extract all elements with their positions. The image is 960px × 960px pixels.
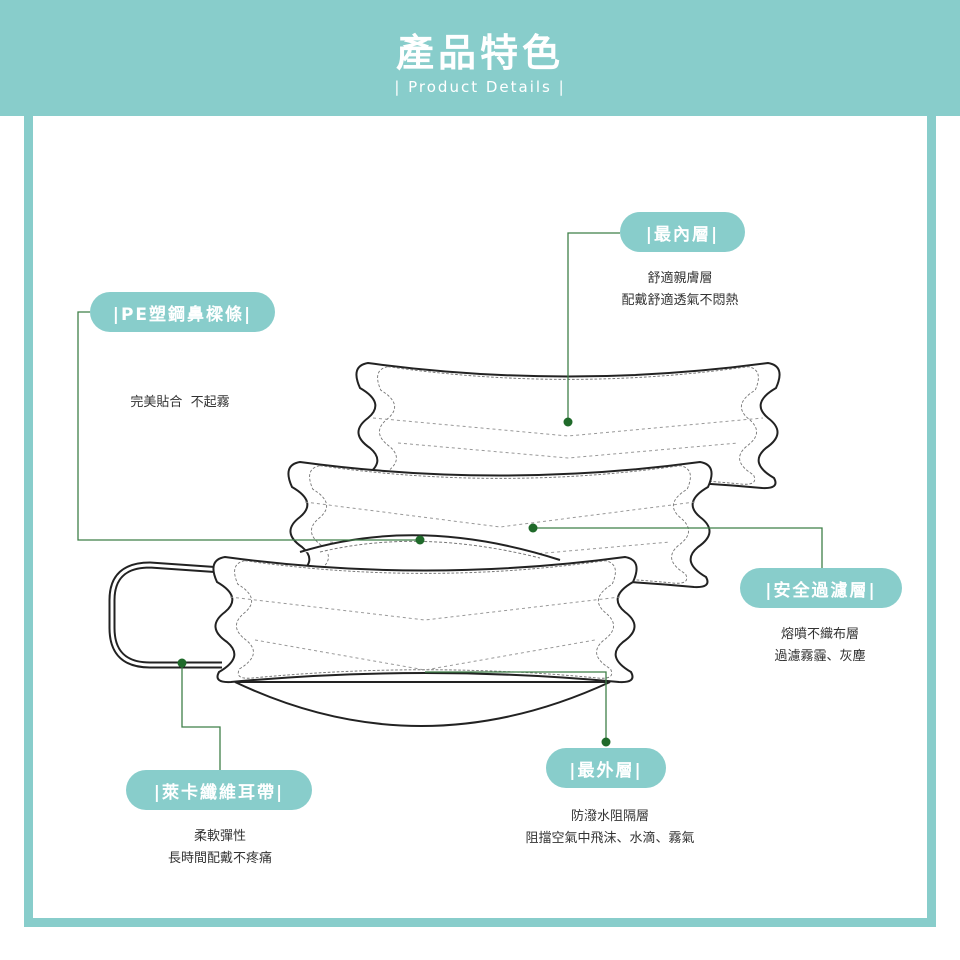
callout-outer-layer-desc: 防潑水阻隔層 阻擋空氣中飛沫、水滴、霧氣 bbox=[480, 806, 740, 850]
desc-line: 長時間配戴不疼痛 bbox=[167, 851, 272, 866]
callout-inner-layer: |最內層| bbox=[620, 212, 745, 252]
desc-line: 柔軟彈性 bbox=[193, 829, 246, 844]
mask-back-layer bbox=[355, 362, 781, 490]
callout-filter-layer-desc: 熔噴不織布層 過濾霧霾、灰塵 bbox=[720, 624, 920, 668]
callout-ear-loop-desc: 柔軟彈性 長時間配戴不疼痛 bbox=[120, 826, 320, 870]
desc-line: 阻擋空氣中飛沫、水滴、霧氣 bbox=[525, 831, 695, 846]
callout-inner-layer-desc: 舒適親膚層 配戴舒適透氣不悶熱 bbox=[570, 268, 790, 312]
header-banner: 產品特色 | Product Details | bbox=[0, 0, 960, 116]
chin-panel bbox=[234, 681, 611, 727]
desc-line: 防潑水阻隔層 bbox=[570, 809, 649, 824]
callout-ear-loop: |萊卡纖維耳帶| bbox=[126, 770, 312, 810]
callout-dots bbox=[177, 417, 611, 747]
desc-line: 完美貼合 不起霧 bbox=[130, 395, 230, 410]
nose-bridge-strip bbox=[299, 534, 561, 561]
desc-line: 過濾霧霾、灰塵 bbox=[774, 649, 866, 664]
content-frame bbox=[24, 110, 936, 927]
mask-front-layer bbox=[108, 556, 638, 727]
callout-nose-bridge-desc: 完美貼合 不起霧 bbox=[80, 348, 280, 458]
callout-filter-layer: |安全過濾層| bbox=[740, 568, 902, 608]
page-title: 產品特色 bbox=[395, 31, 564, 75]
desc-line: 配戴舒適透氣不悶熱 bbox=[621, 293, 739, 308]
leader-lines bbox=[77, 232, 823, 770]
callout-outer-layer: |最外層| bbox=[546, 748, 666, 788]
callout-nose-bridge: |PE塑鋼鼻樑條| bbox=[90, 292, 275, 332]
ear-loop bbox=[108, 561, 223, 669]
desc-line: 舒適親膚層 bbox=[647, 271, 713, 286]
page-subtitle: | Product Details | bbox=[394, 78, 566, 96]
desc-line: 熔噴不織布層 bbox=[780, 627, 859, 642]
